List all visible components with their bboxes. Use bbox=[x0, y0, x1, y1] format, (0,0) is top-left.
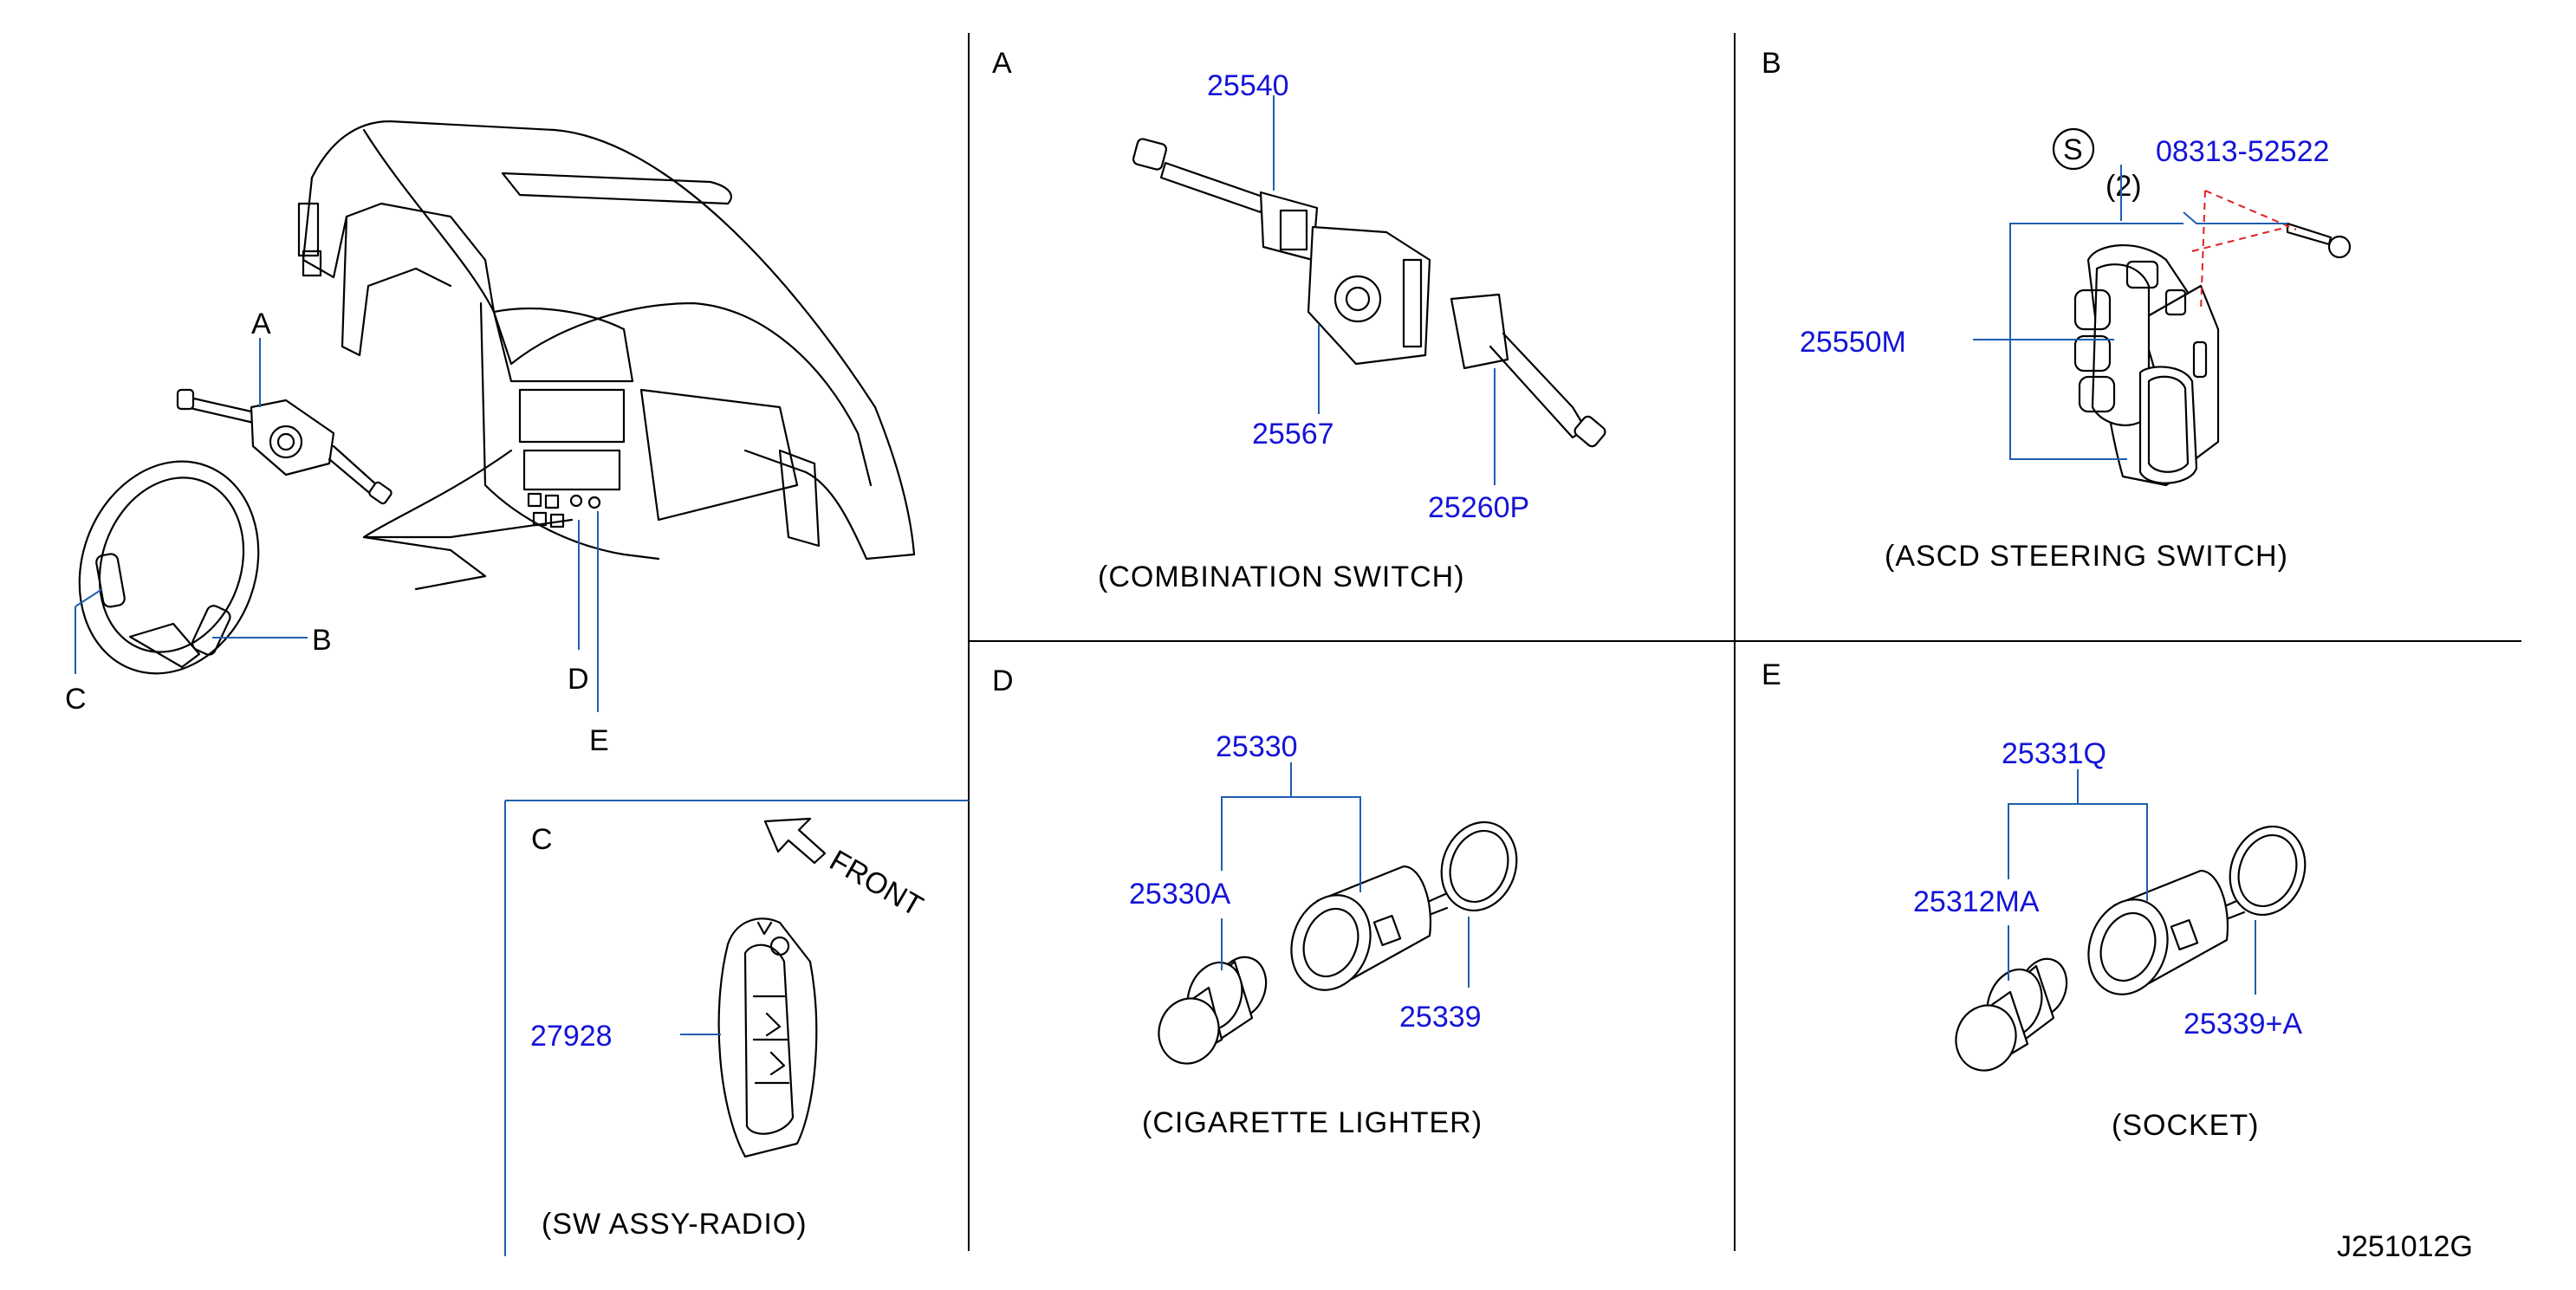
overview-steering-wheel bbox=[78, 460, 260, 675]
panel-d: D 25330 25330A 25339 (CIGARETTE LIGHTER) bbox=[992, 664, 1518, 1139]
part-25567: 25567 bbox=[1252, 418, 1334, 451]
panel-e-letter: E bbox=[1762, 658, 1781, 691]
part-25550m: 25550M bbox=[1800, 326, 1906, 359]
front-label: FRONT bbox=[824, 844, 928, 923]
front-arrow-icon bbox=[763, 817, 827, 865]
part-25312ma: 25312MA bbox=[1913, 885, 2040, 918]
part-25330a: 25330A bbox=[1129, 878, 1231, 911]
part-25260p: 25260P bbox=[1428, 491, 1529, 524]
panel-d-caption: (CIGARETTE LIGHTER) bbox=[1142, 1106, 1483, 1139]
callout-c: C bbox=[65, 683, 87, 716]
panel-b-letter: B bbox=[1762, 47, 1781, 80]
panel-c-letter: C bbox=[531, 823, 553, 856]
panel-e: E 25331Q 25312MA 25339+A (SOCKET) bbox=[1762, 658, 2307, 1142]
panel-a-letter: A bbox=[992, 47, 1012, 80]
panel-dividers bbox=[504, 33, 2521, 1256]
panel-a: A 25540 25567 25260P (COMBINATION SWITCH… bbox=[992, 47, 1606, 593]
panel-b-caption: (ASCD STEERING SWITCH) bbox=[1885, 540, 2288, 573]
part-08313-52522: 08313-52522 bbox=[2156, 135, 2329, 168]
panel-e-caption: (SOCKET) bbox=[2112, 1109, 2259, 1142]
callout-a: A bbox=[251, 308, 271, 340]
panel-b: B S 08313-52522 (2) 25550M (ASCD STEERIN… bbox=[1762, 47, 2352, 573]
panel-a-caption: (COMBINATION SWITCH) bbox=[1098, 561, 1465, 593]
dashboard-illustration bbox=[297, 120, 916, 591]
panel-d-letter: D bbox=[992, 664, 1014, 697]
combination-switch-drawing bbox=[1132, 138, 1606, 448]
callout-d: D bbox=[568, 663, 589, 696]
part-27928: 27928 bbox=[530, 1020, 613, 1053]
callout-b: B bbox=[312, 624, 332, 657]
panel-c-caption: (SW ASSY-RADIO) bbox=[542, 1208, 808, 1241]
part-25331q: 25331Q bbox=[2002, 737, 2106, 770]
part-25540: 25540 bbox=[1207, 69, 1289, 102]
overview-callouts: A B C D E bbox=[65, 308, 609, 757]
overview-combination-switch bbox=[176, 388, 393, 505]
cigarette-lighter-drawing bbox=[1158, 820, 1518, 1065]
panel-c: C FRONT 27928 (SW ASSY-RADIO) bbox=[530, 817, 928, 1241]
part-25339: 25339 bbox=[1399, 1001, 1482, 1034]
callout-e: E bbox=[589, 724, 609, 757]
radio-switch-drawing bbox=[717, 917, 818, 1158]
figure-id: J251012G bbox=[2337, 1230, 2473, 1263]
part-25339-a: 25339+A bbox=[2183, 1008, 2302, 1040]
screw-symbol-circle bbox=[2052, 127, 2095, 171]
ascd-switch-drawing bbox=[2073, 222, 2352, 487]
socket-drawing bbox=[1955, 825, 2307, 1072]
part-25330: 25330 bbox=[1216, 730, 1298, 763]
screw-symbol: S bbox=[2063, 133, 2083, 166]
screw-qty: (2) bbox=[2106, 170, 2142, 203]
